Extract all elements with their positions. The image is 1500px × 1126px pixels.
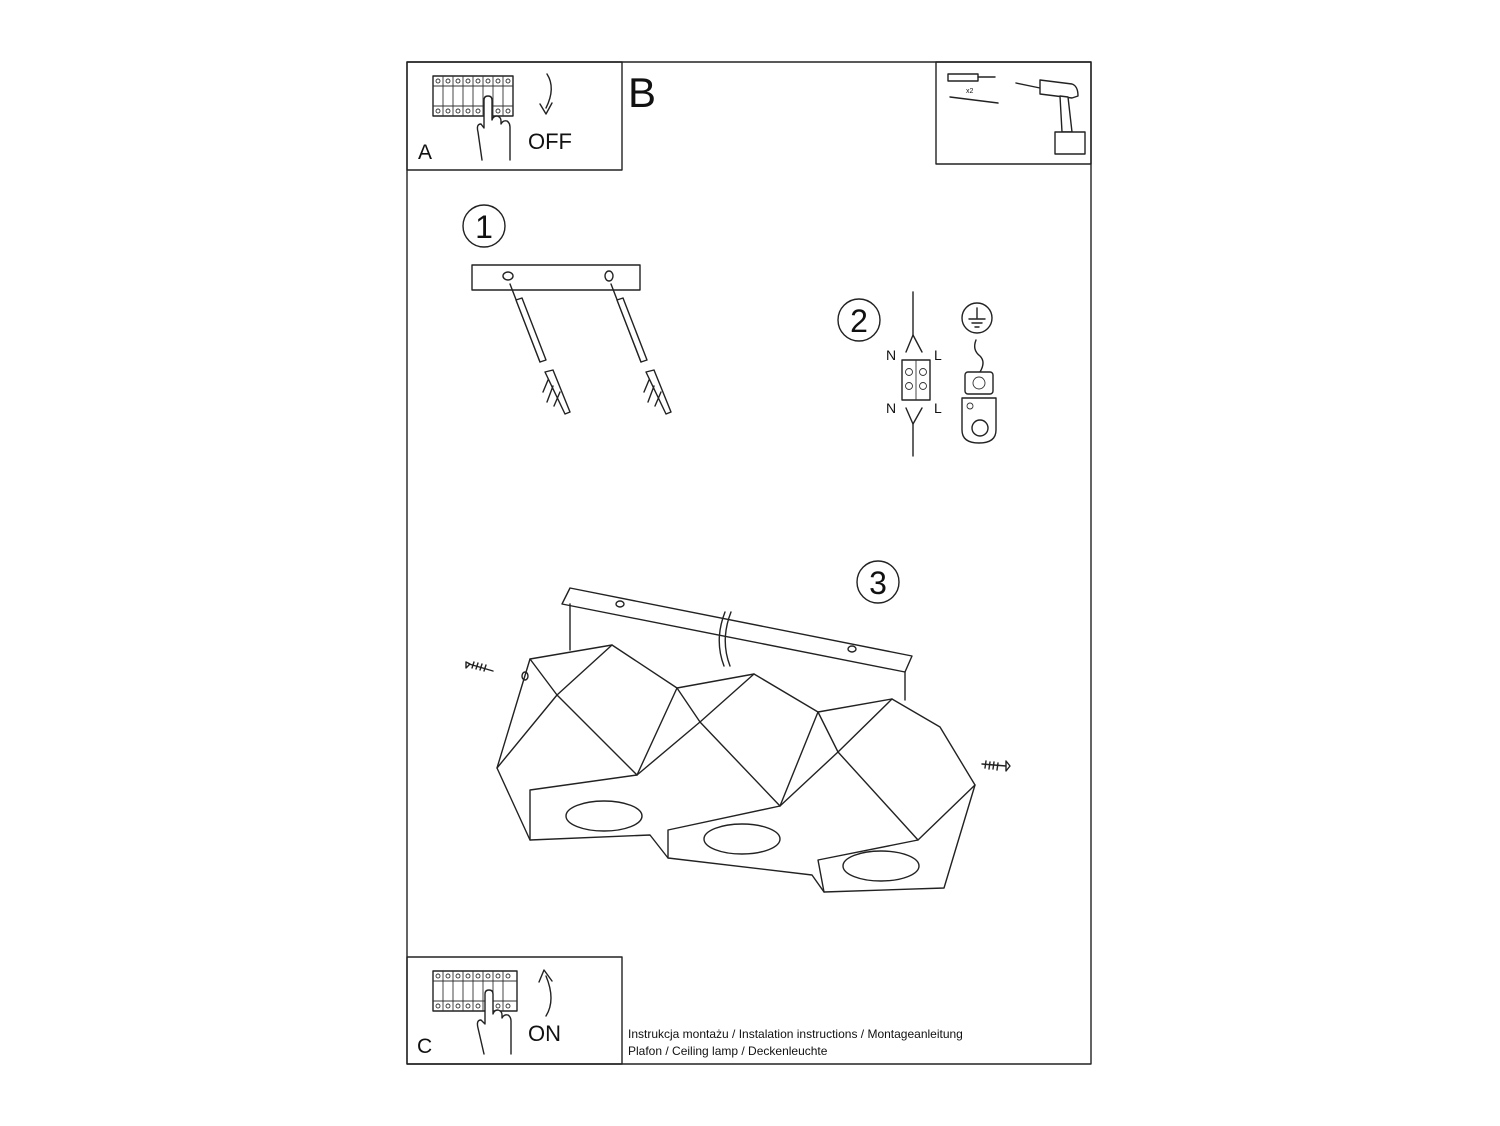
panel-c: C ON (406, 956, 623, 1065)
panel-c-letter: C (417, 1035, 432, 1058)
panel-a-letter: A (418, 141, 432, 164)
arrow-down-icon (539, 73, 553, 115)
mounting-bracket (471, 264, 641, 291)
step-3-number: 3 (869, 565, 887, 601)
step-2-number: 2 (850, 303, 868, 339)
neutral-label-bottom: N (886, 400, 896, 416)
panel-b-letter: B (628, 69, 656, 116)
ground-terminal (961, 371, 997, 444)
lamp-opening-2 (703, 823, 781, 855)
live-label-bottom: L (934, 400, 942, 416)
lamp-body (496, 644, 976, 893)
lamp-opening-3 (842, 850, 920, 882)
step-3-badge (856, 560, 900, 604)
off-label: OFF (528, 129, 572, 154)
drill-icon (1015, 79, 1086, 155)
live-label-top: L (934, 347, 942, 363)
hand-icon (476, 989, 512, 1055)
panel-a: A OFF (406, 61, 623, 171)
step-1-number: 1 (475, 209, 493, 245)
step-2-badge (837, 298, 881, 342)
power-cable (718, 611, 732, 667)
on-label: ON (528, 1021, 561, 1046)
screw-and-anchor-right (610, 283, 672, 415)
quantity-label: x2 (966, 88, 974, 95)
step-1-badge (462, 204, 506, 248)
screw-icon (949, 96, 999, 104)
screw-right-icon (981, 760, 1011, 772)
terminal-block (901, 291, 931, 457)
tools-panel: x2 (935, 61, 1092, 165)
wall-plug-icon (947, 73, 996, 82)
circuit-breaker-icon (432, 970, 518, 1012)
step-2: 2 N L N L (837, 291, 997, 457)
step-3: 3 (465, 560, 1011, 893)
screw-left-icon (465, 661, 494, 672)
neutral-label-top: N (886, 347, 896, 363)
ground-symbol-icon (961, 302, 993, 334)
screw-and-anchor-left (509, 283, 571, 415)
footer-subtitle: Plafon / Ceiling lamp / Deckenleuchte (628, 1044, 828, 1058)
arrow-up-icon (538, 969, 553, 1017)
sheet-frame (406, 61, 1092, 1065)
footer-title: Instrukcja montażu / Instalation instruc… (628, 1027, 963, 1041)
step-1: 1 (462, 204, 672, 415)
ceiling-plate (561, 587, 913, 701)
hand-icon (476, 95, 511, 161)
lamp-opening-1 (565, 800, 643, 832)
circuit-breaker-icon (432, 75, 514, 117)
